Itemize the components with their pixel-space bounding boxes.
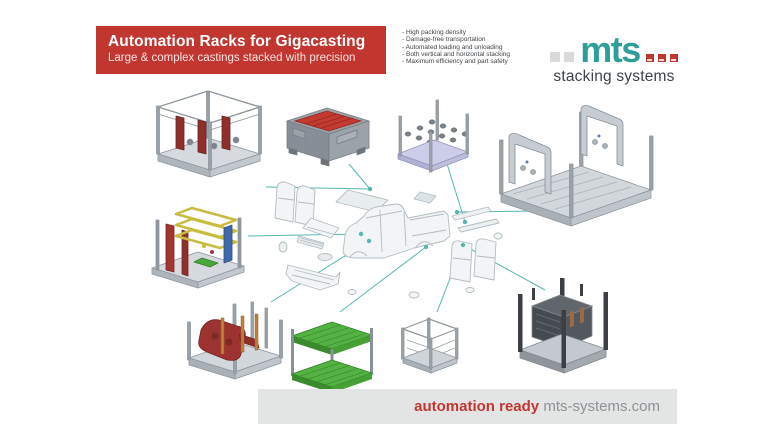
footer-bar: automation ready mts-systems.com	[258, 389, 677, 424]
connector-dots	[358, 186, 468, 250]
header-banner: Automation Racks for Gigacasting Large &…	[96, 26, 386, 74]
feature-item: Maximum efficiency and part safety	[402, 58, 562, 65]
logo-tagline: stacking systems	[553, 68, 675, 85]
logo-square-gray	[550, 52, 561, 62]
logo-row: mts	[544, 24, 684, 70]
rack-red-castings	[187, 301, 283, 380]
feature-item: Damage-free transportation	[402, 36, 562, 43]
logo-square-red	[657, 54, 666, 62]
brand-wordmark: mts	[580, 28, 641, 70]
feature-list: High packing density Damage-free transpo…	[402, 29, 562, 65]
feature-item: Automated loading and unloading	[402, 44, 562, 51]
page-title: Automation Racks for Gigacasting	[108, 33, 366, 50]
logo-square-red	[669, 54, 678, 62]
rack-steel-cage	[401, 317, 459, 374]
feature-item: High packing density	[402, 29, 562, 36]
pallet-shock-towers	[397, 99, 469, 173]
container-red-castings	[285, 107, 371, 167]
rack-green-pallets	[290, 321, 374, 393]
feature-item: Both vertical and horizontal stacking	[402, 51, 562, 58]
page-subtitle: Large & complex castings stacked with pr…	[108, 52, 356, 64]
rack-dark-verticals	[518, 278, 608, 374]
automation-ready-label: automation ready	[414, 398, 540, 415]
logo-square-red	[645, 54, 654, 62]
car-exploded-view	[274, 181, 503, 299]
connector-lines	[247, 153, 546, 313]
rack-body-frames	[499, 105, 654, 227]
logo-square-gray	[564, 52, 575, 62]
rack-stacked-frames	[151, 206, 245, 289]
brand-logo: mts stacking systems	[544, 24, 684, 86]
rack-structural-castings	[156, 90, 262, 178]
website-label: mts-systems.com	[539, 398, 660, 415]
